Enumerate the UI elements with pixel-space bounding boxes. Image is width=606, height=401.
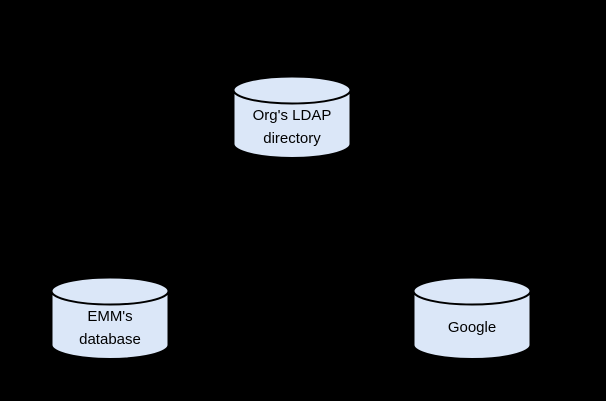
database-cylinder-google: Google bbox=[412, 276, 532, 361]
node-label-line: Org's LDAP bbox=[252, 106, 332, 124]
database-cylinder-emm-database: EMM's database bbox=[50, 276, 170, 361]
database-cylinder-icon bbox=[412, 276, 532, 360]
cylinder-body bbox=[412, 291, 532, 360]
cylinder-top bbox=[50, 276, 170, 306]
node-label-ldap-directory: Org's LDAP directory bbox=[232, 101, 352, 152]
cylinder-top bbox=[232, 75, 352, 105]
cylinder-body bbox=[232, 90, 352, 159]
cylinder-body bbox=[50, 291, 170, 360]
node-label-emm-database: EMM's database bbox=[50, 302, 170, 353]
node-label-line: database bbox=[79, 330, 141, 348]
database-cylinder-icon bbox=[232, 75, 352, 159]
database-cylinder-ldap-directory: Org's LDAP directory bbox=[232, 75, 352, 160]
cylinder-top bbox=[412, 276, 532, 306]
node-label-line: EMM's bbox=[87, 307, 133, 325]
database-cylinder-icon bbox=[50, 276, 170, 360]
node-label-google: Google bbox=[412, 302, 532, 353]
node-label-line: Google bbox=[447, 319, 497, 336]
node-label-line: directory bbox=[263, 129, 321, 147]
